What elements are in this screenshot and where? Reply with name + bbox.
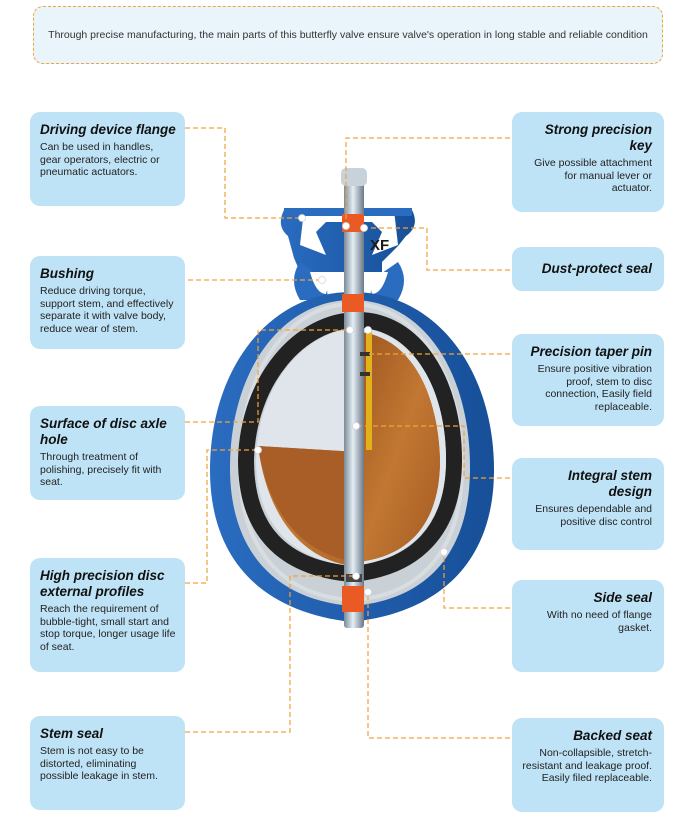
callout-precision-taper-pin: Precision taper pin Ensure positive vibr… [512,334,664,426]
stem-key-strip [366,332,372,450]
intro-banner: Through precise manufacturing, the main … [33,6,663,64]
callout-title: Driving device flange [40,122,176,137]
callout-surface-of-disc-axle-hole: Surface of disc axle hole Through treatm… [30,406,185,500]
callout-side-seal: Side seal With no need of flange gasket. [512,580,664,672]
valve-stem [344,168,364,628]
callout-strong-precision-key: Strong precision key Give possible attac… [512,112,664,212]
banner-text: Through precise manufacturing, the main … [48,29,648,41]
bushing-upper [342,294,364,312]
callout-title: Side seal [593,590,652,605]
callout-stem-seal: Stem seal Stem is not easy to be distort… [30,716,185,810]
callout-desc: Stem is not easy to be distorted, elimin… [40,745,158,782]
callout-title: Integral stem design [567,468,652,499]
callout-driving-device-flange: Driving device flange Can be used in han… [30,112,185,206]
callout-desc: Reduce driving torque, support stem, and… [40,285,174,335]
leader-dots [254,214,448,596]
callout-desc: Can be used in handles, gear operators, … [40,141,160,178]
callout-desc: Ensures dependable and positive disc con… [535,503,652,528]
callout-desc: Through treatment of polishing, precisel… [40,451,162,488]
callout-title: Dust-protect seal [541,261,652,276]
callout-desc: Give possible attachment for manual leve… [534,157,652,194]
callout-title: Backed seat [573,728,652,743]
callout-bushing: Bushing Reduce driving torque, support s… [30,256,185,349]
callout-desc: Non-collapsible, stretch-resistant and l… [522,747,652,784]
callout-title: High precision disc external profiles [40,568,165,599]
callout-desc: With no need of flange gasket. [546,609,652,634]
callout-title: Stem seal [40,726,104,741]
callout-desc: Ensure positive vibration proof, stem to… [537,363,652,413]
callout-desc: Reach the requirement of bubble-tight, s… [40,603,176,653]
leader-lines [100,127,510,739]
callout-dust-protect-seal: Dust-protect seal [512,247,664,291]
callout-title: Precision taper pin [530,344,652,359]
callout-high-precision-disc-external-profiles: High precision disc external profiles Re… [30,558,185,672]
bushing-lower [342,586,364,612]
callout-title: Bushing [40,266,94,281]
callout-integral-stem-design: Integral stem design Ensures dependable … [512,458,664,550]
valve-mark: XF [370,237,389,254]
callout-title: Strong precision key [544,122,652,153]
callout-backed-seat: Backed seat Non-collapsible, stretch-res… [512,718,664,812]
callout-title: Surface of disc axle hole [40,416,167,447]
